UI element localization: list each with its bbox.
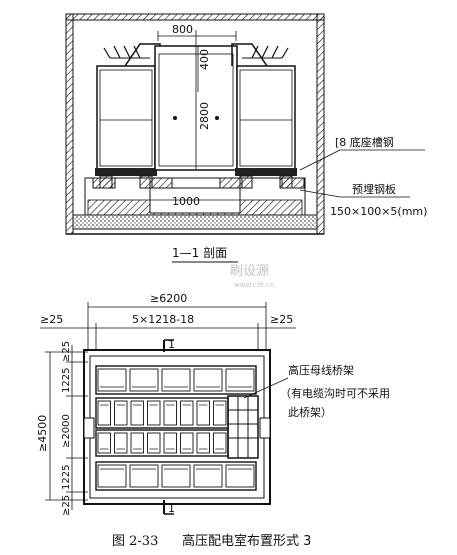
section-labels: [8 底座槽钢 预埋钢板 150×100×5(mm) (299, 135, 427, 218)
label-busbar-bridge: 高压母线桥架 (288, 363, 354, 377)
cabinet (193, 464, 223, 488)
cabinet (180, 400, 194, 426)
plan-dimensions-top: ≥6200 5×1218-18 ≥25 ≥25 (40, 292, 296, 350)
section-view: 800 400 2800 1000 [8 底座槽钢 预埋钢板 150×100×5… (65, 13, 427, 263)
cabinet-row (95, 461, 257, 491)
dim-row1: 1225 (61, 368, 72, 393)
section-mark-top: 1 (168, 338, 175, 351)
section-cut-marks: 1 1 (163, 338, 175, 515)
cabinet (161, 368, 191, 392)
switchgear-left (95, 43, 161, 189)
plan-view: ≥6200 5×1218-18 ≥25 ≥25 ≥25 1225 ≥2000 1… (36, 292, 390, 516)
section-dimensions: 800 400 2800 1000 (150, 23, 240, 208)
cabinet (225, 464, 255, 488)
dim-row3: 1225 (61, 465, 72, 490)
label-embedded-plate: 预埋钢板 (352, 182, 396, 196)
cabinet (129, 368, 159, 392)
cabinet (161, 464, 191, 488)
cabinet-row (95, 429, 229, 457)
dim-right-clear: ≥25 (270, 313, 293, 326)
switchgear-right (231, 43, 297, 189)
dim-row-top: ≥25 (61, 341, 72, 362)
note-line2: 此桥架） (288, 406, 332, 419)
cabinet (97, 464, 127, 488)
dim-total-depth: ≥4500 (36, 415, 49, 452)
dim-row2: ≥2000 (61, 414, 72, 448)
room-walls (65, 13, 325, 235)
dim-1000: 1000 (172, 195, 200, 208)
base-channels (92, 177, 305, 189)
label-plate-size: 150×100×5(mm) (330, 205, 427, 218)
cabinet-row (95, 397, 229, 429)
section-caption: 1—1 剖面 (172, 246, 227, 260)
dim-left-clear: ≥25 (40, 313, 63, 326)
watermark-logo: 刷设源 (230, 264, 269, 279)
dim-400: 400 (198, 49, 211, 70)
cabinet (97, 368, 127, 392)
dim-modules: 5×1218-18 (132, 313, 194, 326)
watermark: 刷设源 www.cdt.cn (230, 264, 274, 289)
cabinet (97, 432, 111, 454)
plan-dimensions-left: ≥25 1225 ≥2000 1225 ≥25 ≥4500 (36, 341, 88, 516)
figure-number: 图 2-33 (112, 534, 158, 549)
dim-row-bottom: ≥25 (61, 495, 72, 516)
cabinet (225, 368, 255, 392)
plan-labels: 高压母线桥架 （有电缆沟时可不采用 此桥架） (243, 363, 390, 419)
cabinet (180, 432, 194, 454)
cabinet (97, 400, 111, 426)
watermark-url: www.cdt.cn (234, 281, 274, 289)
cabinet (114, 400, 128, 426)
plan-room-walls (83, 349, 271, 505)
cabinet-row (95, 365, 257, 395)
cabinet (147, 432, 161, 454)
cabinet (114, 432, 128, 454)
cabinet (130, 432, 144, 454)
section-mark-bottom: 1 (168, 502, 175, 515)
figure-caption: 图 2-33 高压配电室布置形式 3 (112, 533, 311, 549)
cabinet (196, 400, 210, 426)
cabinet (130, 400, 144, 426)
cabinet (147, 400, 161, 426)
busbar-bridge (227, 395, 259, 459)
cabinet (196, 432, 210, 454)
cabinet (163, 400, 177, 426)
note-line1: （有电缆沟时可不采用 (280, 386, 390, 400)
cabinet (213, 432, 227, 454)
cabinet (163, 432, 177, 454)
label-base-channel: [8 底座槽钢 (335, 135, 394, 149)
figure-title: 高压配电室布置形式 3 (182, 533, 311, 549)
switchgear-rows (95, 365, 257, 491)
dim-total-width: ≥6200 (150, 292, 187, 305)
dim-800: 800 (172, 23, 193, 36)
cabinet (213, 400, 227, 426)
cabinet (193, 368, 223, 392)
switchgear-center (154, 30, 238, 171)
cabinet (129, 464, 159, 488)
floor-slab (72, 177, 318, 230)
dim-2800: 2800 (198, 102, 211, 130)
